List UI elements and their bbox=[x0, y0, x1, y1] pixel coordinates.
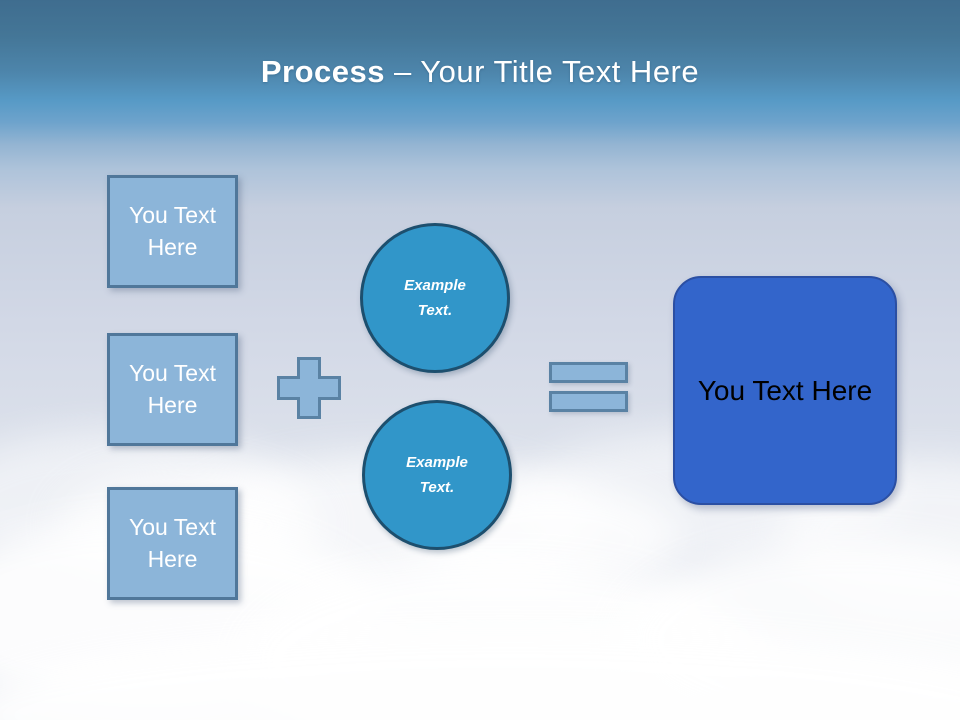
input-box-3-label: You Text Here bbox=[129, 514, 216, 572]
input-box-3[interactable]: You Text Here bbox=[107, 487, 238, 600]
slide-title[interactable]: Process– Your Title Text Here bbox=[0, 54, 960, 90]
slide-title-subtitle: – Your Title Text Here bbox=[394, 54, 700, 89]
input-box-1[interactable]: You Text Here bbox=[107, 175, 238, 288]
equals-icon bbox=[549, 391, 628, 412]
input-box-2-label: You Text Here bbox=[129, 360, 216, 418]
input-box-2[interactable]: You Text Here bbox=[107, 333, 238, 446]
result-box[interactable]: You Text Here bbox=[673, 276, 897, 505]
example-circle-2[interactable]: Example Text. bbox=[362, 400, 512, 550]
input-box-1-label: You Text Here bbox=[129, 202, 216, 260]
equals-icon bbox=[549, 362, 628, 383]
slide-title-keyword: Process bbox=[260, 54, 386, 89]
result-box-label: You Text Here bbox=[697, 374, 873, 406]
plus-icon bbox=[277, 357, 341, 419]
example-circle-1[interactable]: Example Text. bbox=[360, 223, 510, 373]
example-circle-2-label: Example Text. bbox=[406, 453, 468, 497]
example-circle-1-label: Example Text. bbox=[404, 276, 466, 320]
